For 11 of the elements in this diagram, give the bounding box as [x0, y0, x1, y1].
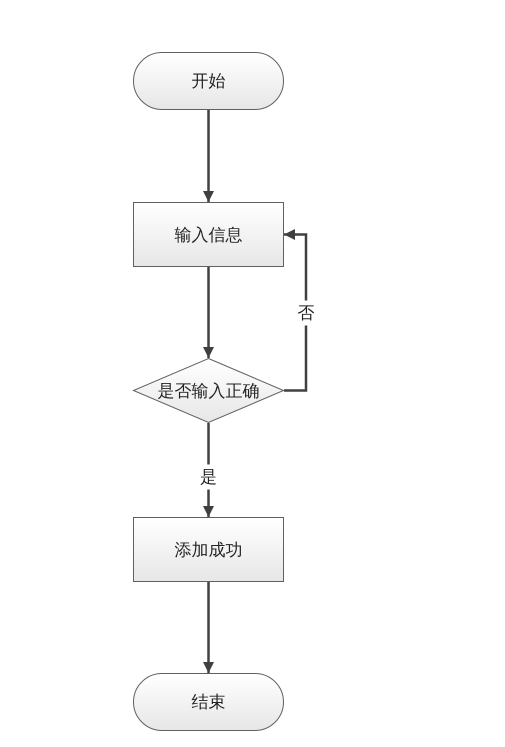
node-label: 开始: [192, 70, 226, 92]
node-label: 结束: [192, 692, 226, 714]
node-label: 输入信息: [174, 224, 242, 246]
node-label: 添加成功: [174, 539, 242, 561]
node-label: 是否输入正确: [158, 380, 260, 402]
edge-label: 否: [298, 300, 314, 325]
arrow: [203, 267, 214, 358]
edge-label: 是: [200, 464, 217, 490]
arrow: [284, 229, 308, 392]
arrow: [203, 110, 214, 202]
arrow: [203, 582, 214, 673]
